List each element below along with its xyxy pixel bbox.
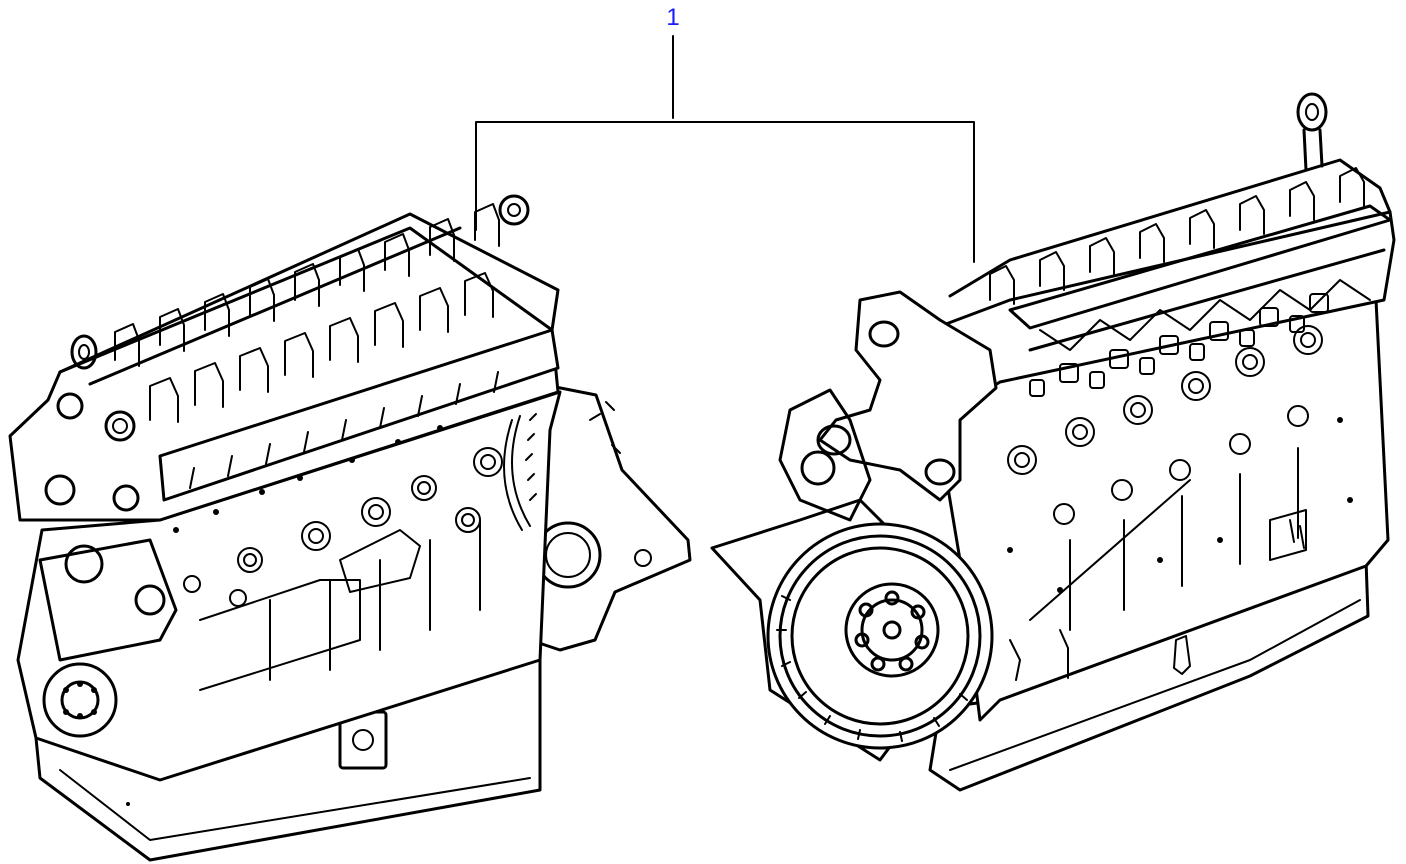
callout-leader <box>475 35 975 263</box>
engine-left-view <box>8 194 692 862</box>
callout-label-1[interactable]: 1 <box>666 4 680 31</box>
engine-right-view <box>710 92 1396 792</box>
